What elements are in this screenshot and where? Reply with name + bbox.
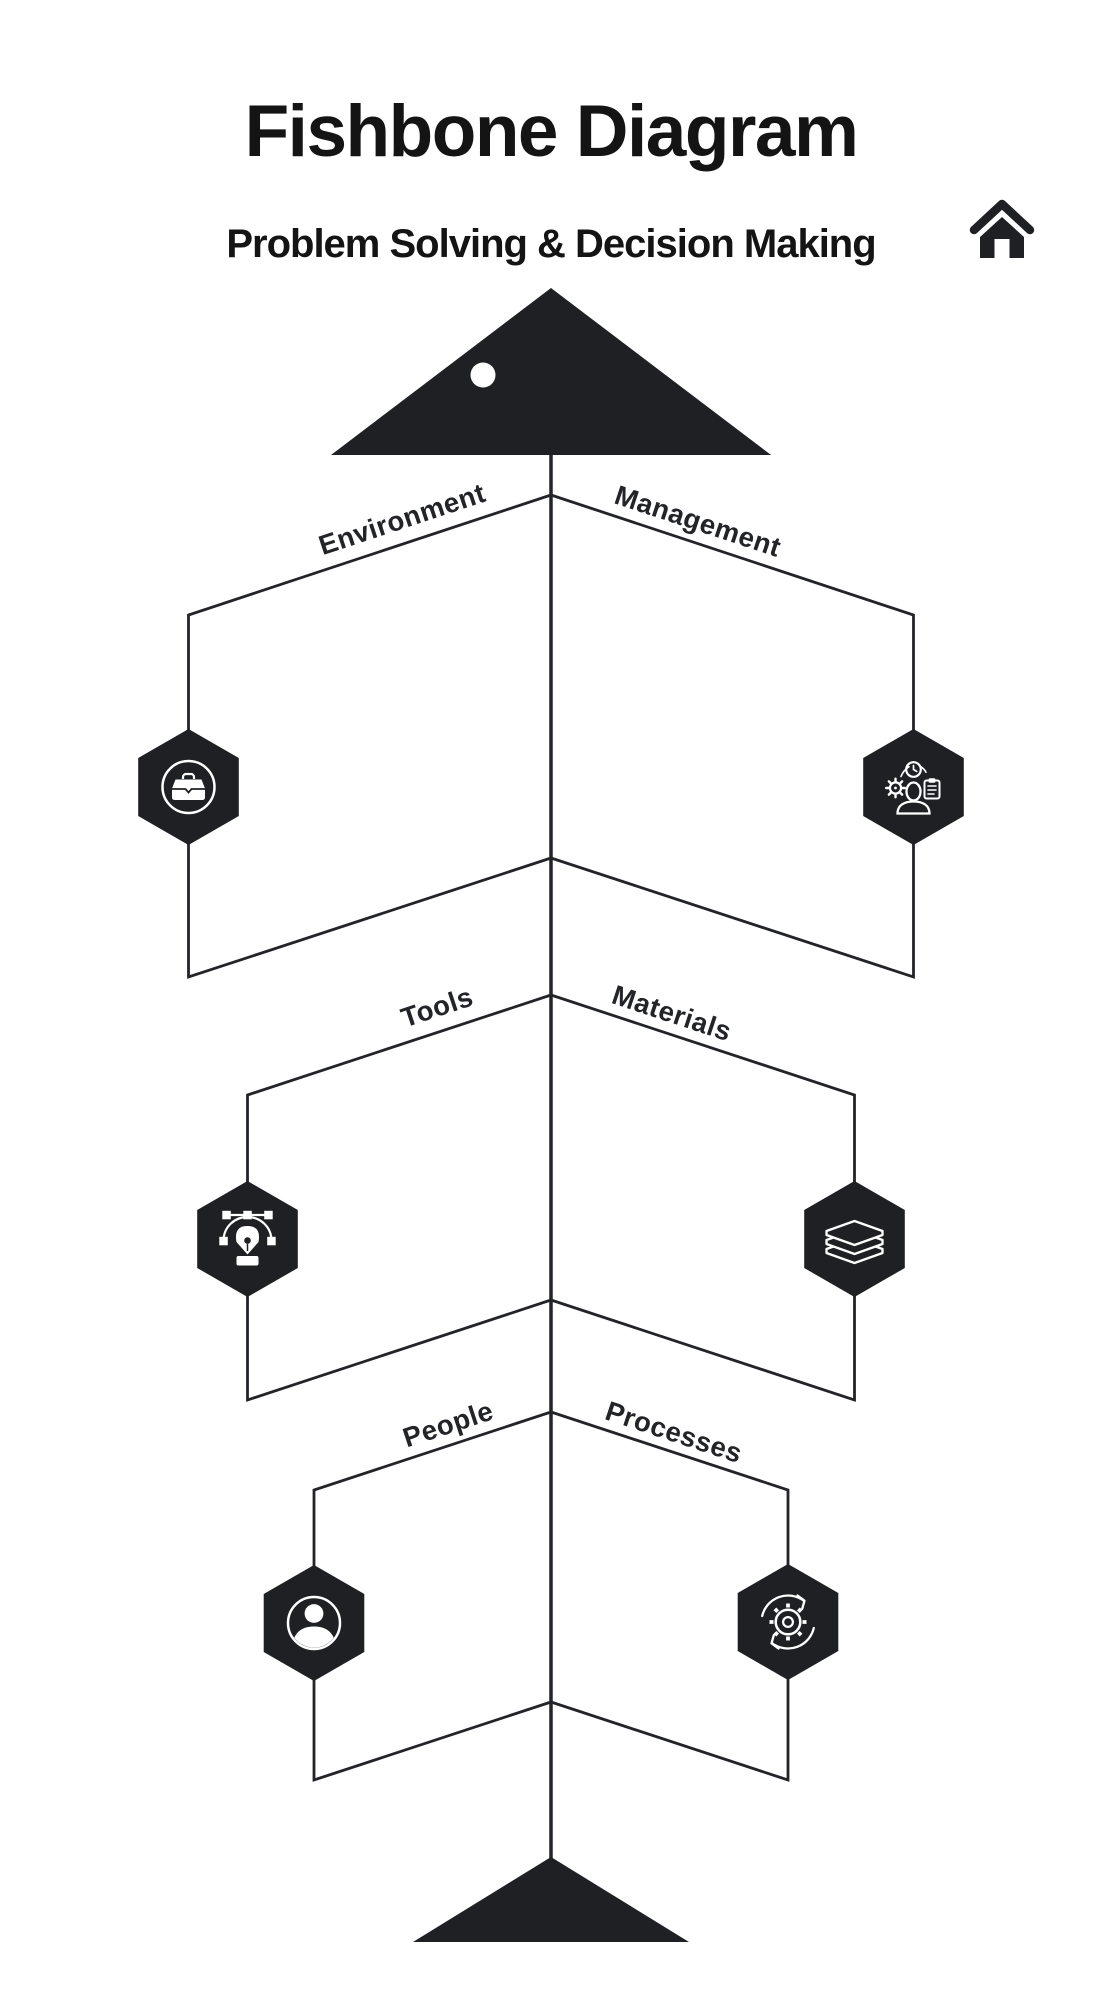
branch-label-tools: Tools <box>397 981 477 1034</box>
branch-label-processes: Processes <box>602 1395 747 1469</box>
bone-management <box>550 493 915 979</box>
page-title: Fishbone Diagram <box>244 91 859 172</box>
hexagon-environment <box>138 729 239 845</box>
person-icon <box>286 1595 342 1651</box>
branch-label-materials: Materials <box>608 979 735 1047</box>
bone-environment <box>187 493 552 979</box>
process-cycle-icon <box>761 1594 815 1650</box>
branch-label-management: Management <box>611 479 785 563</box>
layers-icon <box>825 1219 884 1265</box>
briefcase-icon <box>161 759 216 815</box>
page-subtitle: Problem Solving & Decision Making <box>226 222 876 266</box>
bone-materials <box>550 993 856 1402</box>
fish-head <box>331 288 771 455</box>
pen-tool-icon <box>219 1210 276 1266</box>
home-icon <box>969 199 1035 258</box>
manager-gear-clipboard-icon <box>885 761 941 815</box>
fish-tail <box>413 1857 689 1942</box>
hexagon-tools <box>197 1181 298 1297</box>
hexagon-materials <box>804 1181 905 1297</box>
bone-tools <box>246 993 552 1402</box>
hexagon-people <box>263 1565 365 1681</box>
fish-eye <box>470 362 496 388</box>
hexagon-processes <box>737 1564 839 1680</box>
home-button[interactable] <box>969 196 1035 262</box>
branch-label-environment: Environment <box>315 477 490 561</box>
hexagon-management <box>863 729 964 845</box>
